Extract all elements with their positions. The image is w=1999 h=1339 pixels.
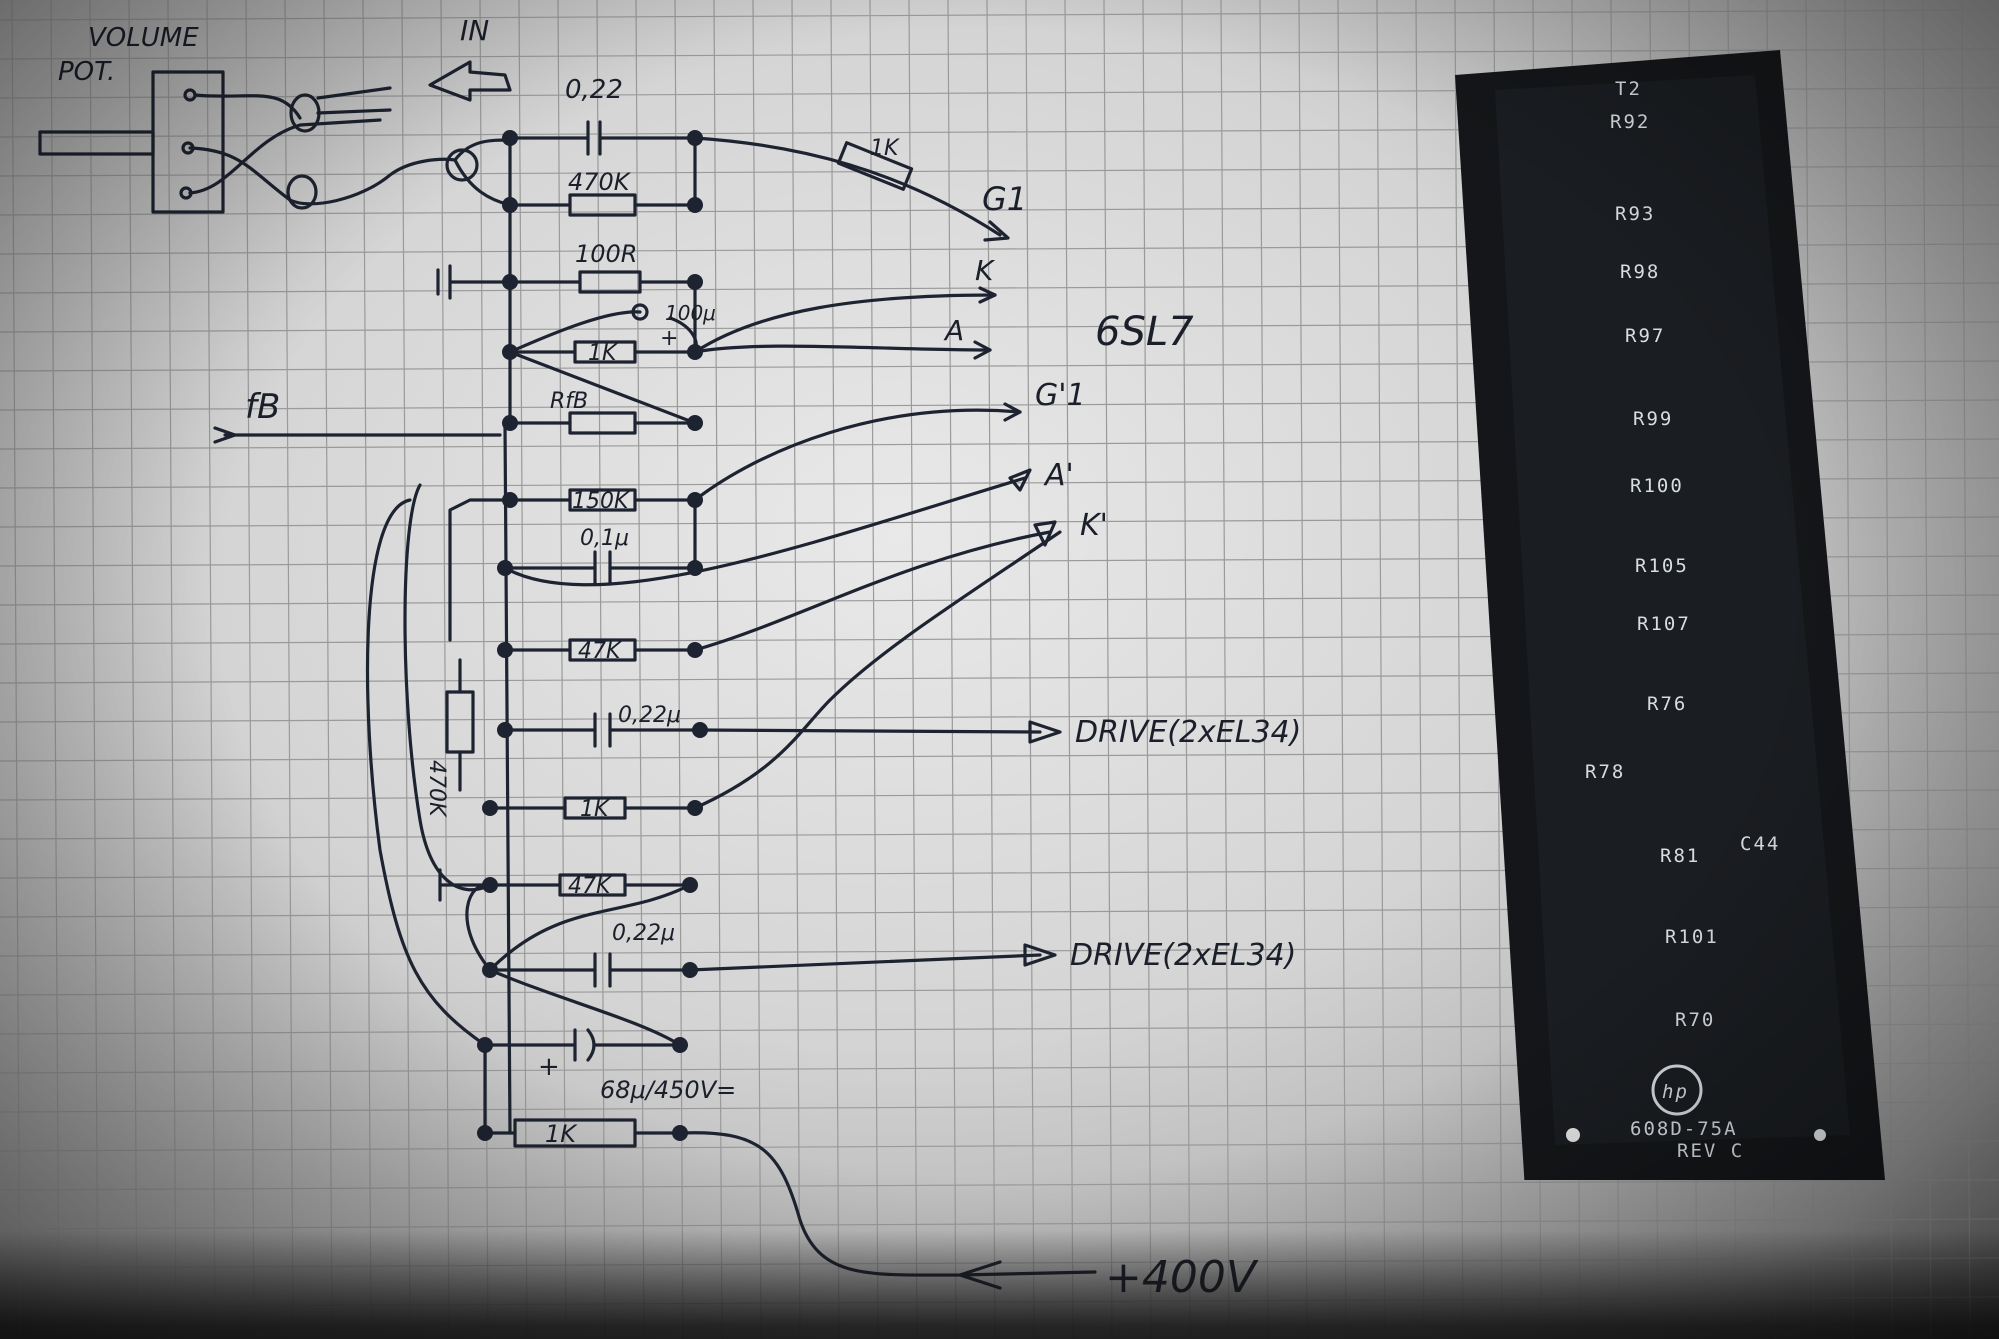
c-01u-label: 0,1μ (580, 526, 629, 551)
supply-400v-label: +400V (1105, 1252, 1259, 1303)
r-1k-grid-label: 1K (870, 136, 900, 161)
pin-a-label: A (943, 314, 964, 347)
volume-label: VOLUME (88, 23, 199, 53)
pcb-ref-r70: R70 (1675, 1009, 1715, 1031)
c-68u-plus: + (538, 1052, 560, 1082)
cap-input-label: 0,22 (565, 75, 623, 105)
pcb-ref-r105: R105 (1635, 555, 1689, 577)
tube-6sl7-label: 6SL7 (1095, 309, 1194, 355)
r-47k-a-label: 47K (578, 639, 622, 664)
pin-a-prime-label: A' (1043, 458, 1074, 493)
r-470k-vert-label: 470K (424, 760, 449, 818)
pcb-ref-r76: R76 (1647, 693, 1687, 715)
in-arrow (428, 60, 512, 102)
pcb-part-number: 608D-75A (1630, 1118, 1738, 1140)
r-100r-label: 100R (575, 240, 637, 268)
drive-output-1-label: DRIVE(2xEL34) (1075, 715, 1301, 750)
r-1k-cathode-label: 1K (588, 341, 618, 366)
c-022u-b-label: 0,22μ (612, 921, 675, 946)
feedback-label: fB (245, 387, 280, 427)
junction-dots (477, 130, 708, 1141)
r-150k-label: 150K (572, 489, 630, 514)
r-1k-supply-label: 1K (545, 1120, 578, 1148)
component-rows (213, 120, 1097, 1290)
pcb-ref-r99: R99 (1633, 408, 1673, 430)
r-fb-label: RfB (550, 389, 588, 414)
r-47k-b-label: 47K (568, 874, 612, 899)
in-label: IN (460, 14, 489, 47)
pcb-ref-r98: R98 (1620, 261, 1660, 283)
drive-output-2-label: DRIVE(2xEL34) (1070, 938, 1296, 973)
pot-label: POT. (58, 57, 115, 87)
pcb-ref-r93: R93 (1615, 203, 1655, 225)
pcb-ref-t2: T2 (1615, 78, 1642, 100)
pcb-revision: REV C (1677, 1140, 1744, 1162)
pcb-ref-r100: R100 (1630, 475, 1684, 497)
pcb-ref-r92: R92 (1610, 111, 1650, 133)
c-68u-label: 68μ/450V= (600, 1076, 736, 1104)
pcb-ref-r78: R78 (1585, 761, 1625, 783)
r-470k-label: 470K (568, 168, 632, 196)
hp-logo: hp (1651, 1064, 1703, 1116)
hp-logo-text: hp (1662, 1081, 1689, 1103)
pin-g1-prime-label: G'1 (1035, 378, 1086, 413)
pcb-ref-r81: R81 (1660, 845, 1700, 867)
volume-pot-symbol (38, 70, 457, 214)
pin-k-label: K (975, 254, 996, 287)
c-022u-a-label: 0,22μ (618, 703, 681, 728)
c-100u-plus: + (660, 326, 678, 351)
pcb-ref-c44: C44 (1740, 833, 1780, 855)
pcb-ref-r101: R101 (1665, 926, 1719, 948)
pin-k-prime-label: K' (1080, 508, 1108, 543)
r-1k-mid-label: 1K (580, 797, 610, 822)
pin-g1-label: G1 (982, 180, 1027, 218)
c-100u-label: 100μ (665, 301, 716, 325)
pcb-ref-r97: R97 (1625, 325, 1665, 347)
pcb-ref-r107: R107 (1637, 613, 1691, 635)
